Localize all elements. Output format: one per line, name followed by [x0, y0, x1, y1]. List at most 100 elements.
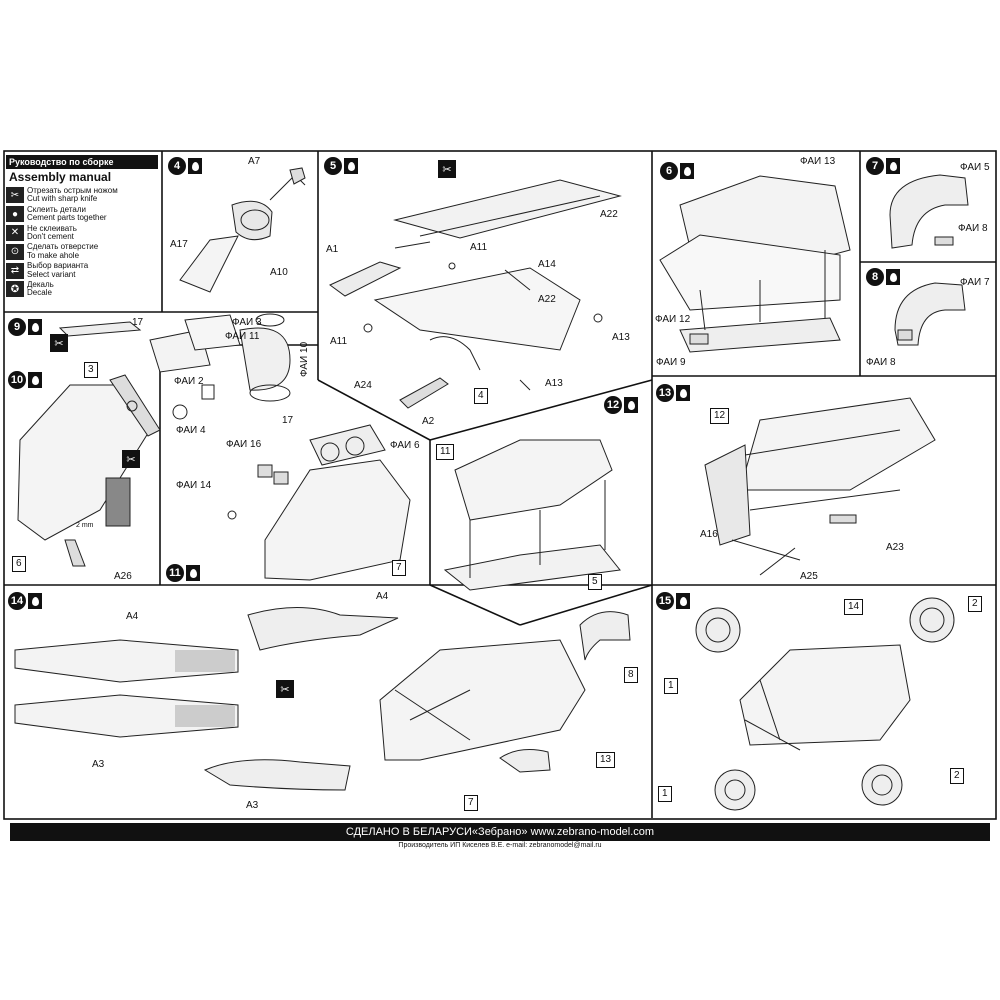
part-label: A10 — [270, 267, 288, 278]
step-number: 14 — [8, 592, 26, 610]
part-label: A17 — [170, 239, 188, 250]
part-label: A24 — [354, 380, 372, 391]
part-label: A26 — [114, 571, 132, 582]
step-reference-box: 4 — [474, 388, 488, 404]
part-label: A4 — [126, 611, 139, 622]
step-8-drawing — [894, 282, 966, 346]
knife-icon: ✂ — [122, 450, 140, 468]
step-reference-box: 13 — [596, 752, 616, 768]
knife-icon: ✂ — [276, 680, 294, 698]
dimension-label: 2 mm — [76, 522, 94, 529]
part-label: ФАИ 3 — [232, 317, 262, 328]
part-label: A23 — [886, 542, 904, 553]
legend-text-ru: Сделать отверстие — [27, 242, 99, 252]
part-label: A11 — [330, 336, 348, 347]
part-label: ФАИ 10 — [299, 341, 310, 377]
part-label: A4 — [376, 591, 389, 602]
part-label: ФАИ 13 — [800, 156, 836, 167]
part-label: ФАИ 4 — [176, 425, 206, 436]
step-number: 8 — [866, 268, 884, 286]
glue-drop-icon — [28, 372, 42, 388]
step-15-drawing — [695, 597, 955, 811]
step-8-badge: 8 — [866, 268, 900, 286]
legend-text-ru: Отрезать острым ножом — [27, 186, 118, 195]
glue-drop-icon — [188, 158, 202, 174]
step-reference-box: 12 — [710, 408, 730, 424]
part-label: 17 — [132, 317, 144, 328]
part-label: ФАИ 8 — [866, 357, 896, 368]
step-reference-box: 6 — [12, 556, 26, 572]
glue-drop-icon — [676, 593, 690, 609]
step-10-drawing — [17, 374, 161, 567]
step-reference-box: 14 — [844, 599, 864, 615]
part-label: ФАИ 16 — [226, 439, 262, 450]
step-reference-box: 11 — [436, 444, 455, 460]
part-label: ФАИ 12 — [655, 314, 691, 325]
step-4-badge: 4 — [168, 157, 202, 175]
footer-main-text: СДЕЛАНО В БЕЛАРУСИ«Зебрано» www.zebrano-… — [345, 826, 655, 838]
legend-text-en: Don't cement — [27, 231, 74, 241]
part-label: ФАИ 2 — [174, 376, 204, 387]
knife-icon: ✂ — [438, 160, 456, 178]
step-reference-box: 1 — [658, 786, 672, 802]
drop-icon: ● — [6, 206, 24, 223]
step-12-badge: 12 — [604, 396, 638, 414]
knife-icon: ✂ — [6, 187, 24, 204]
step-number: 6 — [660, 162, 678, 180]
glue-drop-icon — [186, 565, 200, 581]
step-9-drawing — [58, 313, 291, 420]
step-7-badge: 7 — [866, 157, 900, 175]
step-reference-box: 5 — [588, 574, 602, 590]
step-number: 13 — [656, 384, 674, 402]
part-label: ФАИ 9 — [656, 357, 686, 368]
glue-drop-icon — [680, 163, 694, 179]
glue-drop-icon — [28, 593, 42, 609]
part-label: ФАИ 11 — [225, 331, 260, 342]
step-11-drawing — [227, 424, 411, 581]
part-label: A13 — [545, 378, 563, 389]
part-label: ФАИ 8 — [958, 223, 988, 234]
step-14-badge: 14 — [8, 592, 42, 610]
step-5-badge: 5 — [324, 157, 358, 175]
step-9-badge: 9 — [8, 318, 42, 336]
step-13-badge: 13 — [656, 384, 690, 402]
step-number: 12 — [604, 396, 622, 414]
part-label: A22 — [538, 294, 556, 305]
legend: Руководство по сборке Assembly manual ✂ … — [6, 155, 158, 300]
step-reference-box: 7 — [392, 560, 406, 576]
part-label: A13 — [612, 332, 630, 343]
step-number: 11 — [166, 564, 184, 582]
step-11-badge: 11 — [166, 564, 200, 582]
step-number: 15 — [656, 592, 674, 610]
step-reference-box: 7 — [464, 795, 478, 811]
glue-drop-icon — [886, 269, 900, 285]
part-label: A3 — [92, 759, 105, 770]
legend-text-ru: Декаль — [27, 279, 54, 289]
step-6-drawing — [659, 175, 851, 353]
part-label: A2 — [422, 416, 435, 427]
glue-drop-icon — [624, 397, 638, 413]
legend-text-en: Select variant — [27, 269, 76, 279]
part-label: ФАИ 7 — [960, 277, 990, 288]
part-label: A25 — [800, 571, 818, 582]
glue-drop-icon — [344, 158, 358, 174]
step-number: 4 — [168, 157, 186, 175]
part-label: 17 — [282, 415, 294, 426]
legend-text-ru: Не склеивать — [27, 223, 77, 233]
step-12-drawing — [443, 439, 621, 591]
footer-manufacturer: Производитель ИП Киселев В.Е. e-mail: ze… — [398, 842, 602, 849]
step-number: 7 — [866, 157, 884, 175]
glue-drop-icon — [28, 319, 42, 335]
footer-bar: СДЕЛАНО В БЕЛАРУСИ«Зебрано» www.zebrano-… — [10, 823, 990, 841]
glue-drop-icon — [886, 158, 900, 174]
variant-icon: ⇄ — [6, 262, 24, 279]
knife-icon: ✂ — [50, 334, 68, 352]
step-reference-box: 3 — [84, 362, 98, 378]
step-13-drawing — [704, 397, 936, 576]
